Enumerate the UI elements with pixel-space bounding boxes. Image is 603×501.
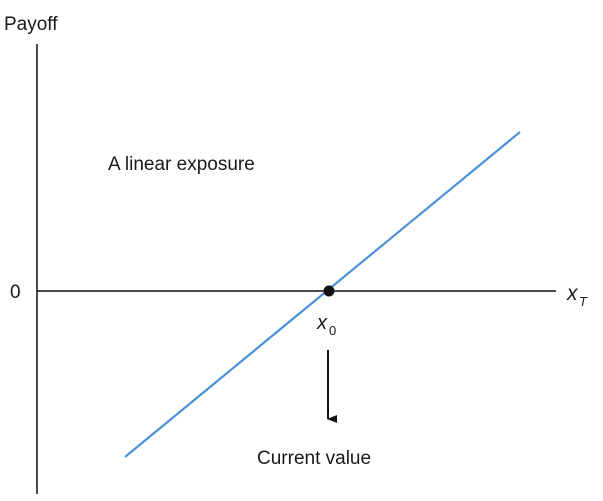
point-label: x xyxy=(316,312,328,334)
current-value-label: Current value xyxy=(257,448,371,469)
y-axis-label: Payoff xyxy=(4,14,58,35)
point-label-subscript: 0 xyxy=(329,323,336,338)
y-tick-zero: 0 xyxy=(10,282,21,303)
current-point xyxy=(323,285,335,297)
payoff-line xyxy=(124,131,521,458)
x-axis-label-subscript: T xyxy=(579,294,588,309)
x-axis-label: x xyxy=(566,282,579,305)
exposure-annotation: A linear exposure xyxy=(108,154,255,175)
